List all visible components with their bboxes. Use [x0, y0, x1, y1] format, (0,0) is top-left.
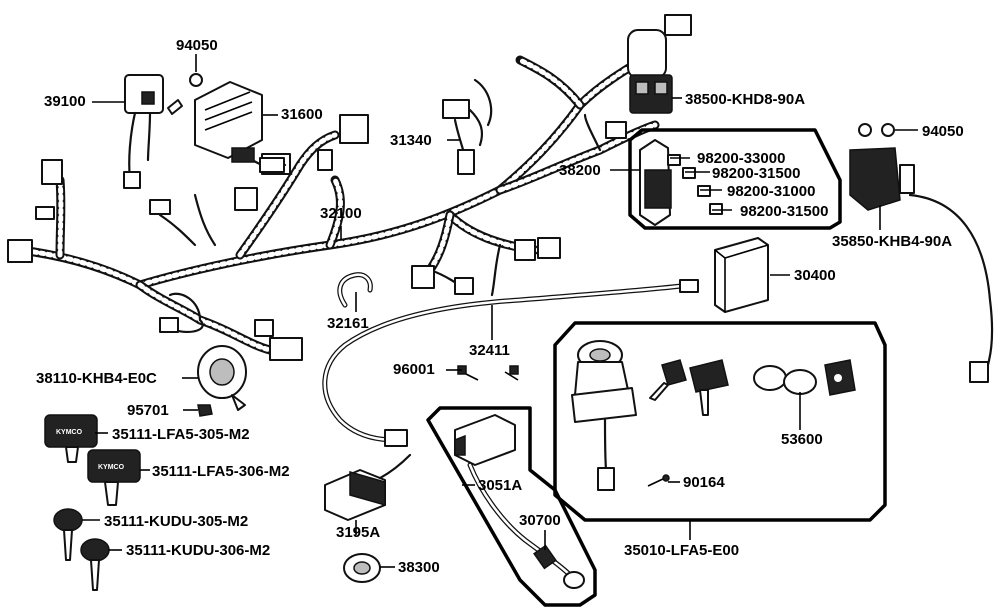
- harness-connectors: [7, 14, 692, 361]
- svg-text:KYMCO: KYMCO: [56, 429, 83, 436]
- washer-94050-icon: [189, 73, 203, 87]
- part-label-32411: 32411: [469, 342, 510, 359]
- ignition-coil-group-frame: [426, 406, 597, 607]
- part-label-98200-31500-b: 98200-31500: [740, 203, 829, 220]
- part-label-94050-washer: 94050: [176, 37, 218, 54]
- sensor-31340-icon: [453, 78, 493, 175]
- part-label-98200-33000: 98200-33000: [697, 150, 786, 167]
- cable-32411-icon: [322, 279, 699, 447]
- connector-icon: [269, 337, 303, 361]
- key-kudu-306-icon: [80, 538, 110, 591]
- washer-94050-icon: [858, 123, 872, 137]
- main-wiring-harness: [15, 50, 660, 355]
- cdi-unit-30400-icon: [714, 237, 769, 313]
- part-label-98200-31500-a: 98200-31500: [712, 165, 801, 182]
- part-label-39100: 39100: [44, 93, 86, 110]
- part-label-32161: 32161: [327, 315, 369, 332]
- fuse-icon: [667, 154, 681, 166]
- connector-icon: [35, 206, 55, 220]
- fuse-holder-icon: [317, 149, 333, 171]
- part-label-30700: 30700: [519, 512, 561, 529]
- bolt-96001-icon: [457, 365, 519, 381]
- part-label-96001: 96001: [393, 361, 435, 378]
- filter-cylinder-icon: [627, 29, 667, 79]
- regulator-31600-icon: [194, 81, 287, 173]
- connector-icon: [442, 99, 470, 119]
- part-label-31600: 31600: [281, 106, 323, 123]
- connector-icon: [605, 121, 627, 139]
- part-label-30400: 30400: [794, 267, 836, 284]
- bolt-95701-icon: [197, 404, 213, 417]
- connector-icon: [411, 265, 435, 289]
- part-label-35010: 35010-LFA5-E00: [624, 542, 740, 559]
- part-label-35850: 35850-KHB4-90A: [832, 233, 953, 250]
- key-kudu-305-icon: [53, 508, 83, 561]
- leader-lines: [82, 54, 918, 568]
- key-blank-305-icon: KYMCO: [44, 414, 98, 463]
- ignition-switch-35850-icon: [849, 123, 994, 383]
- fuse-icon: [682, 167, 696, 179]
- connector-icon: [7, 239, 33, 263]
- svg-text:KYMCO: KYMCO: [98, 464, 125, 471]
- relay-38500-icon: [629, 74, 673, 114]
- part-label-38300: 38300: [398, 559, 440, 576]
- part-label-35111-lfa5-305: 35111-LFA5-305-M2: [112, 426, 250, 443]
- fuse-box-38200-icon: [639, 139, 723, 226]
- connector-icon: [339, 114, 369, 144]
- clamp-32161-icon: [337, 272, 373, 308]
- part-label-38200: 38200: [559, 162, 601, 179]
- key-lock-set-frame: [553, 321, 887, 522]
- ignition-coil-30700-icon: [454, 414, 585, 589]
- fuse-icon: [697, 185, 711, 197]
- connector-icon: [149, 199, 171, 215]
- key-set-icon: [649, 359, 729, 416]
- fuse-group-frame: [628, 128, 842, 230]
- part-label-35111-kudu-305: 35111-KUDU-305-M2: [104, 513, 249, 530]
- part-label-95701: 95701: [127, 402, 169, 419]
- connector-icon: [537, 237, 561, 259]
- connector-icon: [159, 317, 179, 333]
- part-label-90164: 90164: [683, 474, 725, 491]
- connector-icon: [254, 319, 274, 337]
- connector-icon: [454, 277, 474, 295]
- part-label-32100: 32100: [320, 205, 362, 222]
- ignition-lock-cylinder-icon: [571, 340, 637, 491]
- relay-39100-icon: [123, 73, 203, 189]
- fuse-icon: [709, 203, 723, 215]
- part-label-38500: 38500-KHD8-90A: [685, 91, 806, 108]
- connector-icon: [41, 159, 63, 185]
- relay-38300-icon: [343, 553, 381, 583]
- part-label-98200-31000: 98200-31000: [727, 183, 816, 200]
- part-label-3051A: 3051A: [478, 477, 523, 494]
- lock-caps-53600-icon: [753, 359, 856, 396]
- key-blank-306-icon: KYMCO: [87, 449, 141, 506]
- part-label-35111-lfa5-306: 35111-LFA5-306-M2: [152, 463, 290, 480]
- screw-90164-icon: [647, 474, 670, 487]
- part-label-53600: 53600: [781, 431, 823, 448]
- part-label-31340: 31340: [390, 132, 432, 149]
- connector-icon: [514, 239, 536, 261]
- horn-38110-icon: [197, 345, 247, 411]
- connector-icon: [234, 187, 258, 211]
- flasher-relay-3195A-icon: [324, 453, 412, 521]
- part-label-3195A: 3195A: [336, 524, 381, 541]
- part-label-38110: 38110-KHB4-E0C: [36, 370, 157, 387]
- connector-icon: [664, 14, 692, 36]
- part-label-94050-nut: 94050: [922, 123, 964, 140]
- part-label-35111-kudu-306: 35111-KUDU-306-M2: [126, 542, 271, 559]
